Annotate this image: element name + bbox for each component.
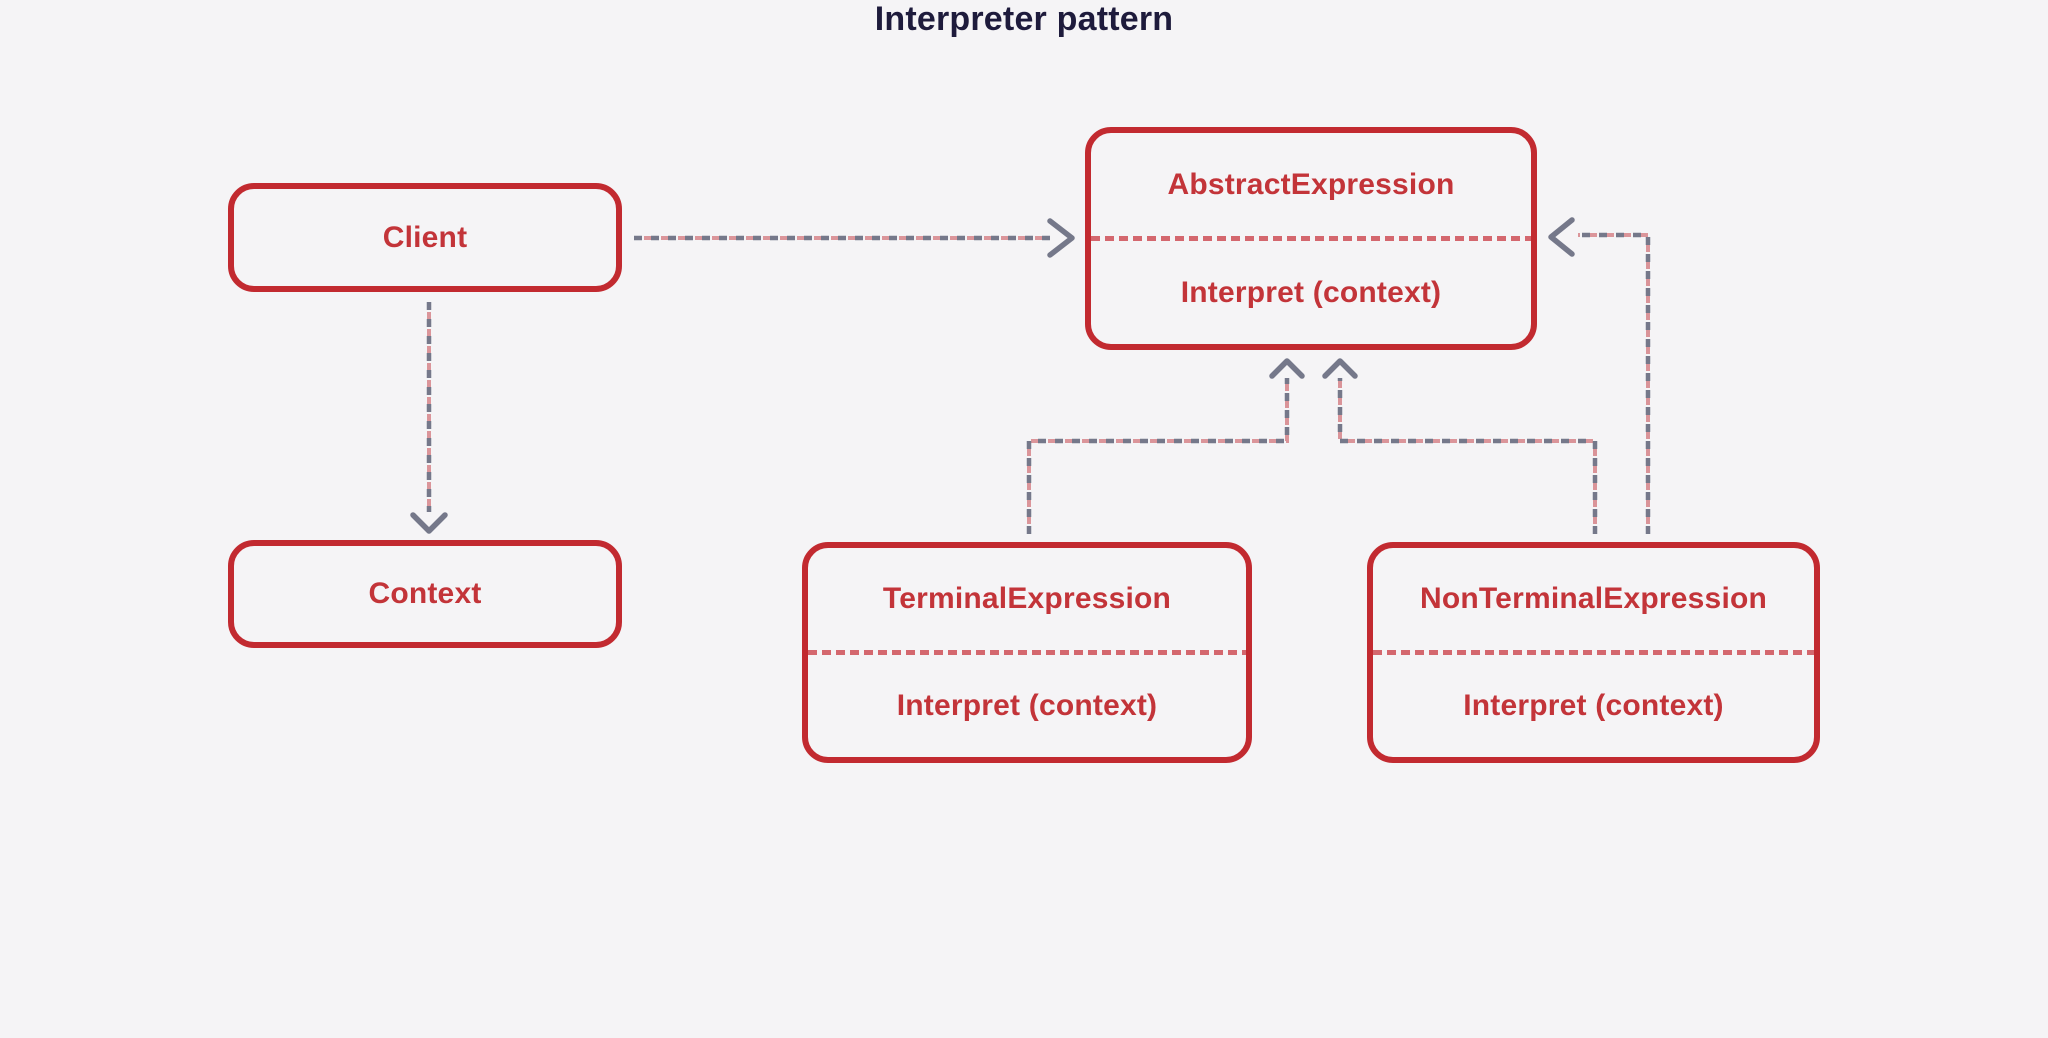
class-box-client: Client	[228, 183, 622, 292]
class-box-nonterminal-expression: NonTerminalExpression Interpret (context…	[1367, 542, 1820, 763]
diagram-caption: Interpreter pattern	[874, 0, 1174, 38]
class-box-abstract-expression: AbstractExpression Interpret (context)	[1085, 127, 1537, 350]
class-title: AbstractExpression	[1167, 167, 1455, 201]
arrowhead-up-left-icon	[1269, 358, 1305, 379]
edge-nonterminal-abstract	[1337, 378, 1598, 534]
edge-terminal-abstract-underlay	[1027, 378, 1289, 534]
class-divider	[1373, 650, 1814, 655]
class-method: Interpret (context)	[896, 689, 1158, 722]
class-divider	[808, 650, 1246, 655]
edge-nonterminal-abstract-side-underlay	[1578, 233, 1650, 534]
class-title: NonTerminalExpression	[1419, 582, 1768, 615]
edge-nonterminal-abstract-underlay	[1338, 378, 1597, 534]
edge-nonterminal-abstract-side	[1578, 232, 1651, 534]
class-method: Interpret (context)	[1463, 689, 1724, 722]
class-title: Client	[382, 220, 468, 254]
arrowhead-up-right-icon	[1322, 358, 1358, 379]
arrowhead-right-icon	[1047, 218, 1075, 258]
arrowhead-left-icon	[1548, 217, 1575, 257]
arrowhead-down-icon	[410, 512, 448, 534]
edge-terminal-abstract	[1026, 378, 1290, 534]
class-title: TerminalExpression	[882, 582, 1172, 615]
class-title: Context	[368, 577, 482, 610]
class-box-context: Context	[228, 540, 622, 648]
class-box-terminal-expression: TerminalExpression Interpret (context)	[802, 542, 1252, 763]
class-divider	[1091, 236, 1531, 241]
class-method: Interpret (context)	[1180, 275, 1442, 309]
